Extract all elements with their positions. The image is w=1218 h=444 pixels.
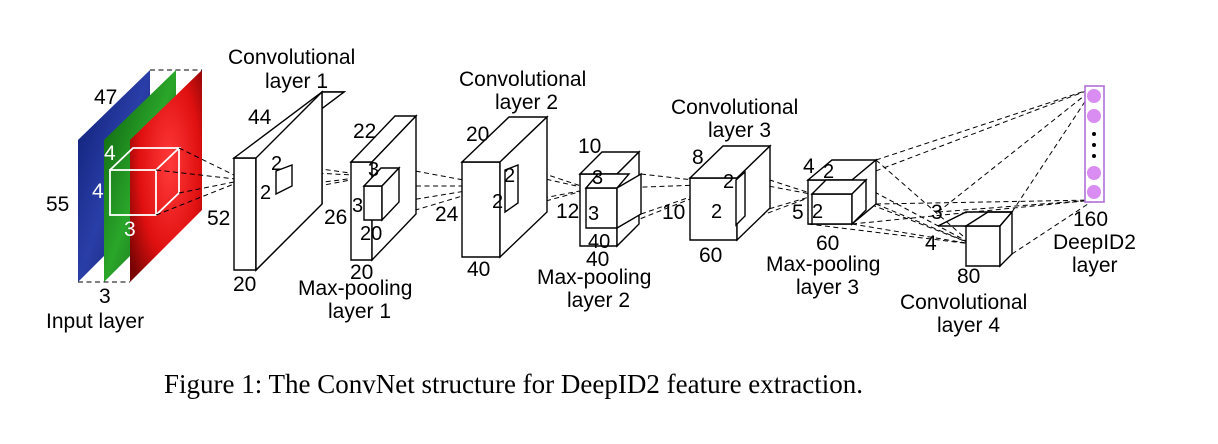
deepid2-name-line2: layer bbox=[1072, 254, 1118, 277]
conv2-name-line2: layer 2 bbox=[495, 91, 558, 114]
conv3-name-line1: Convolutional bbox=[671, 96, 798, 119]
pool3-height-label: 5 bbox=[792, 201, 804, 224]
deepid2-neuron bbox=[1087, 89, 1101, 103]
deepid2-ellipsis-dot bbox=[1092, 143, 1096, 147]
conv3-name-line2: layer 3 bbox=[708, 119, 771, 142]
conv1-width-label: 44 bbox=[248, 106, 272, 129]
pool1-height-label: 26 bbox=[324, 206, 347, 229]
pool2-name-line2: layer 2 bbox=[567, 289, 630, 312]
pool2-kernel-d: 40 bbox=[588, 231, 610, 253]
pool1-depth-label: 20 bbox=[350, 261, 373, 284]
input-kernel-width: 4 bbox=[92, 180, 104, 203]
conv2-kernel-w: 2 bbox=[492, 191, 503, 213]
conv3-kernel-h: 2 bbox=[723, 171, 734, 193]
input-width-label: 47 bbox=[94, 86, 117, 109]
pool1-kernel-h: 3 bbox=[368, 159, 379, 181]
deepid2-units-label: 160 bbox=[1073, 208, 1108, 231]
conv2-height-label: 24 bbox=[435, 203, 459, 226]
pool1-kernel-d: 20 bbox=[360, 223, 382, 245]
figure-caption: Figure 1: The ConvNet structure for Deep… bbox=[164, 369, 863, 399]
conv1-kernel-w: 2 bbox=[260, 182, 271, 204]
deepid2-neuron bbox=[1087, 109, 1101, 123]
pool2-width-label: 10 bbox=[578, 135, 601, 158]
input-height-label: 55 bbox=[46, 193, 69, 216]
input-kernel-depth: 3 bbox=[124, 218, 136, 241]
conv2-width-label: 20 bbox=[466, 123, 489, 146]
conv3-kernel bbox=[735, 170, 746, 227]
conv4-name-line2: layer 4 bbox=[937, 314, 1000, 337]
pool3-kernel-w: 2 bbox=[812, 201, 823, 223]
conv1-kernel bbox=[275, 163, 293, 196]
pool3-width-label: 4 bbox=[803, 155, 815, 178]
conv4-name-line1: Convolutional bbox=[900, 291, 1027, 314]
conv-layer-4: 3 4 80 Convolutional layer 4 bbox=[900, 201, 1027, 337]
input-layer-name: Input layer bbox=[46, 310, 144, 333]
conv1-name-line2: layer 1 bbox=[265, 70, 328, 93]
pool3-name-line2: layer 3 bbox=[796, 276, 859, 299]
pool1-kernel-cube bbox=[362, 166, 401, 222]
conv3-kernel-w: 2 bbox=[711, 201, 722, 223]
conv3-height-label: 10 bbox=[662, 201, 685, 224]
deepid2-ellipsis-dot bbox=[1092, 154, 1096, 158]
conv-layer-2: Convolutional layer 2 20 24 40 2 2 bbox=[435, 68, 586, 281]
input-channel-red bbox=[130, 70, 202, 282]
conv2-kernel bbox=[504, 163, 519, 214]
max-pooling-layer-2: 10 12 40 3 3 40 Max-pooling layer 2 bbox=[537, 135, 651, 312]
pool2-name-line1: Max-pooling bbox=[537, 266, 651, 289]
conv2-kernel-h: 2 bbox=[504, 165, 515, 187]
pool1-name-line1: Max-pooling bbox=[298, 277, 412, 300]
deepid2-neuron bbox=[1087, 185, 1101, 199]
max-pooling-layer-1: 22 26 20 3 3 20 Max-pooling layer 1 bbox=[298, 114, 418, 323]
deepid2-ellipsis-dot bbox=[1092, 132, 1096, 136]
pool2-kernel-w: 3 bbox=[588, 203, 599, 225]
conv1-kernel-h: 2 bbox=[271, 153, 282, 175]
conv1-height-label: 52 bbox=[207, 207, 230, 230]
input-kernel-height: 4 bbox=[104, 142, 116, 165]
pool2-kernel-cube bbox=[584, 172, 642, 230]
pool2-kernel-h: 3 bbox=[592, 167, 603, 189]
pool1-kernel-w: 3 bbox=[352, 195, 363, 217]
pool3-kernel-h: 2 bbox=[823, 161, 834, 183]
deepid2-layer: 160 DeepID2 layer bbox=[1053, 85, 1136, 277]
pool3-name-line1: Max-pooling bbox=[766, 253, 880, 276]
deepid2-neuron bbox=[1087, 166, 1101, 180]
deepid2-name-line1: DeepID2 bbox=[1053, 231, 1136, 254]
input-layer: 4 4 3 47 55 3 Input layer bbox=[46, 69, 202, 333]
conv4-width-label: 3 bbox=[931, 201, 943, 224]
conv1-depth-label: 20 bbox=[233, 273, 256, 296]
pool2-depth-label: 40 bbox=[586, 248, 609, 271]
conv2-depth-label: 40 bbox=[467, 258, 490, 281]
input-channels-label: 3 bbox=[99, 285, 111, 308]
pool1-width-label: 22 bbox=[353, 120, 376, 143]
conv3-width-label: 8 bbox=[692, 146, 704, 169]
max-pooling-layer-3: 4 5 60 2 2 Max-pooling layer 3 bbox=[766, 155, 880, 299]
conv1-name-line1: Convolutional bbox=[228, 46, 355, 69]
conv-layer-1: Convolutional layer 1 44 52 20 2 2 bbox=[207, 46, 355, 296]
conv-layer-3: Convolutional layer 3 8 10 60 2 2 bbox=[662, 96, 798, 267]
pool3-depth-label: 60 bbox=[816, 232, 839, 255]
conv4-height-label: 4 bbox=[925, 232, 937, 255]
conv2-name-line1: Convolutional bbox=[459, 68, 586, 91]
pool3-kernel-cube bbox=[810, 178, 868, 226]
pool2-height-label: 12 bbox=[556, 200, 579, 223]
conv3-depth-label: 60 bbox=[699, 244, 722, 267]
conv4-depth-label: 80 bbox=[957, 265, 980, 288]
pool1-name-line2: layer 1 bbox=[328, 300, 391, 323]
